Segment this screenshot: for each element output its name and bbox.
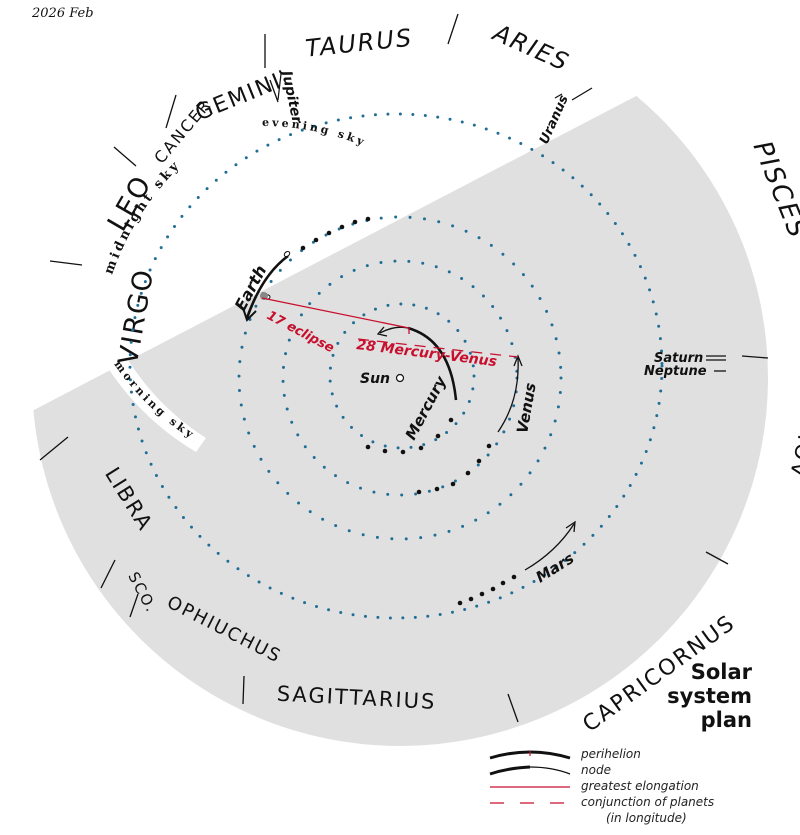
uranus-marker xyxy=(554,93,563,99)
perihelion-icon xyxy=(489,750,571,760)
mars-orbit xyxy=(128,112,664,620)
morning-sky-band xyxy=(108,360,206,452)
zodiac-dividers xyxy=(39,13,769,723)
node-icon xyxy=(489,765,571,776)
greatest-elongation-icon xyxy=(490,786,570,788)
legend-conjunction-note: (in longitude) xyxy=(606,811,687,825)
event-lines xyxy=(261,297,519,358)
saturn-label: Saturn xyxy=(654,351,703,366)
mercury-motion-arc xyxy=(407,326,458,401)
legend-greatest-elongation: greatest elongation xyxy=(478,778,798,794)
title-line-3: plan xyxy=(700,708,752,732)
date-label: 2026 Feb xyxy=(32,6,94,21)
saturn-neptune-markers xyxy=(706,355,726,372)
neptune-label: Neptune xyxy=(644,364,707,379)
sun-icon xyxy=(395,373,405,383)
greatest-elongation-line xyxy=(261,297,410,329)
zodiac-aquarius: AQUARIUS xyxy=(787,346,800,479)
venus-motion-arc xyxy=(497,357,519,433)
legend-conjunction: conjunction of planets xyxy=(478,794,798,810)
title-line-2: system xyxy=(667,684,752,708)
mars-motion-arc xyxy=(524,523,575,571)
earth-orbit xyxy=(237,215,563,541)
conjunction-icon xyxy=(490,802,570,804)
motion-arcs xyxy=(242,254,576,571)
zodiac-pisces: PISCES xyxy=(747,137,800,244)
planet-tracks xyxy=(300,216,517,606)
legend: perihelion node greatest elongation conj… xyxy=(478,746,798,826)
earth-motion-arc xyxy=(245,254,289,319)
conjunction-line xyxy=(357,338,519,358)
night-side-shade xyxy=(32,94,768,746)
jupiter-marker xyxy=(277,73,282,101)
legend-perihelion: perihelion xyxy=(478,746,798,762)
title-line-1: Solar xyxy=(690,660,752,684)
legend-node: node xyxy=(478,762,798,778)
sun-label: Sun xyxy=(360,371,390,387)
page-title: Solar system plan xyxy=(667,660,752,732)
mercury-orbit xyxy=(328,302,476,450)
